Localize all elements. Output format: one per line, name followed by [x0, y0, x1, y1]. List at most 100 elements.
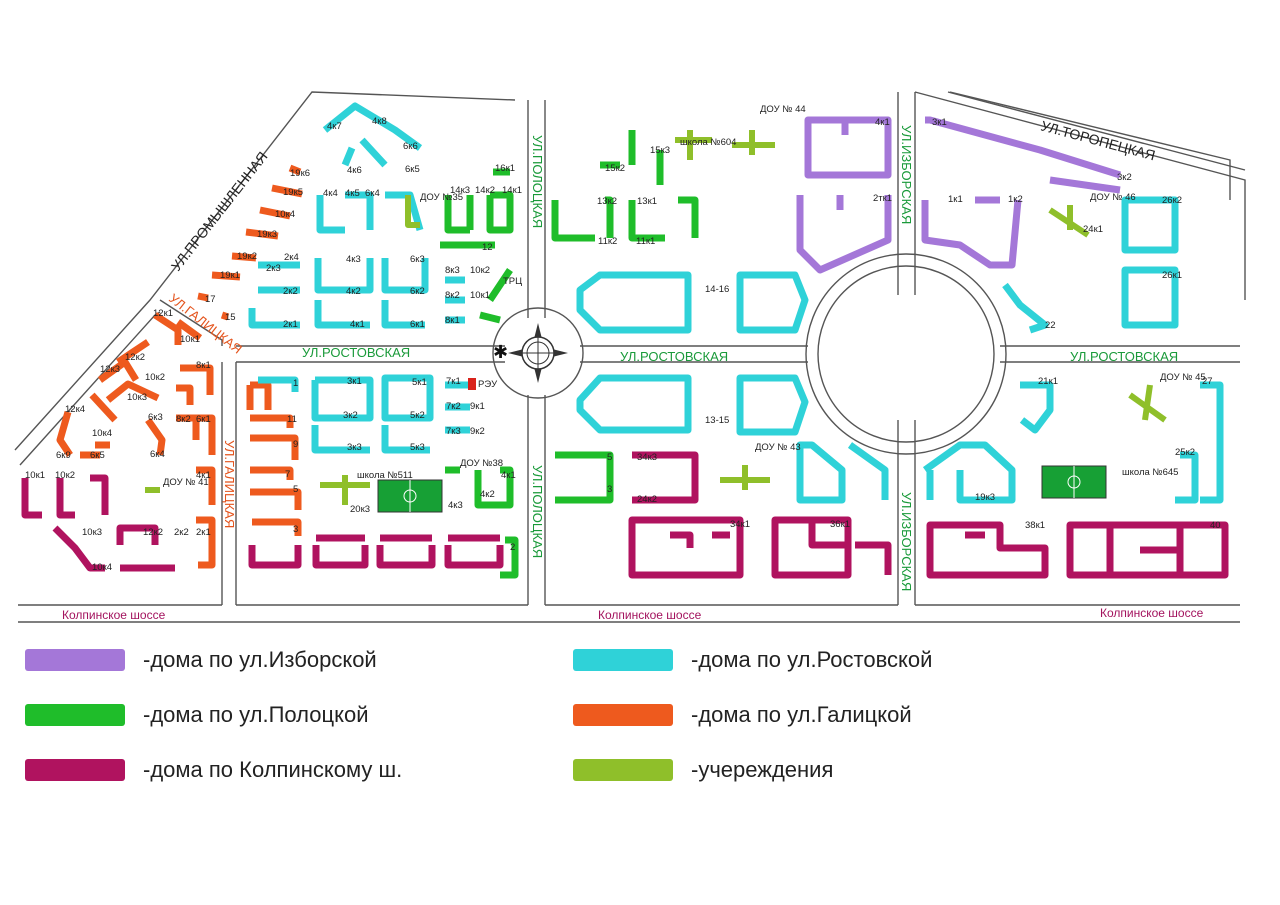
- label: 9к2: [470, 426, 485, 437]
- legend-swatch: [573, 700, 673, 730]
- label: 4к2: [480, 489, 495, 500]
- label: 36к1: [830, 519, 850, 530]
- label: 2к3: [266, 263, 281, 274]
- label: 12к3: [100, 364, 120, 375]
- label: 6к4: [150, 449, 165, 460]
- label: 6к6: [403, 141, 418, 152]
- label: 6к5: [405, 164, 420, 175]
- label: 1: [293, 378, 298, 389]
- map-legend: -дома по ул.Изборской -дома по ул.Полоцк…: [0, 630, 1280, 800]
- label: 16к1: [495, 163, 515, 174]
- label: 20к3: [350, 504, 370, 515]
- label: 9: [293, 439, 298, 450]
- label: ДОУ № 44: [760, 104, 806, 115]
- label: 13-15: [705, 415, 729, 426]
- label: 5: [607, 452, 612, 463]
- label: ДОУ №38: [460, 458, 503, 469]
- label: 19к2: [237, 251, 257, 262]
- label: 12: [482, 242, 493, 253]
- label: 19к3: [975, 492, 995, 503]
- street-izborskaya-s: УЛ.ИЗБОРСКАЯ: [899, 492, 914, 591]
- label: 6к9: [56, 450, 71, 461]
- label: 10к4: [92, 428, 112, 439]
- label: 24к2: [637, 494, 657, 505]
- label: 4к1: [350, 319, 365, 330]
- label: 13к2: [597, 196, 617, 207]
- label: 4к1: [875, 117, 890, 128]
- label: 8к2: [445, 290, 460, 301]
- street-galitskaya-vert: УЛ.ГАЛИЦКАЯ: [222, 440, 237, 528]
- label: 14к2: [475, 185, 495, 196]
- street-kolpinskoe-c: Колпинское шоссе: [598, 608, 702, 622]
- label: 19к1: [220, 270, 240, 281]
- label: 19к5: [283, 187, 303, 198]
- legend-institutions: -учереждения: [573, 755, 833, 785]
- street-izborskaya-n: УЛ.ИЗБОРСКАЯ: [899, 125, 914, 224]
- label: 10к2: [470, 265, 490, 276]
- label: 10к1: [25, 470, 45, 481]
- sports-field-645: [1041, 465, 1107, 499]
- label: 5к1: [412, 377, 427, 388]
- label: 4к7: [327, 121, 342, 132]
- label: 11: [287, 414, 297, 425]
- label: 5к2: [410, 410, 425, 421]
- label: 2к2: [174, 527, 189, 538]
- label: 2к4: [284, 252, 299, 263]
- legend-swatch: [573, 645, 673, 675]
- label: 10к2: [145, 372, 165, 383]
- label: 3: [293, 524, 298, 535]
- label: 3к2: [1117, 172, 1132, 183]
- label: 12к2: [125, 352, 145, 363]
- label: 2к2: [283, 286, 298, 297]
- label: 14к3: [450, 185, 470, 196]
- reu-building: [468, 378, 476, 390]
- legend-izborskaya: -дома по ул.Изборской: [25, 645, 377, 675]
- label: 25к2: [1175, 447, 1195, 458]
- building-labels: 4к7 4к8 6к6 6к5 4к6 4к4 4к5 6к4 19к6 19к…: [25, 104, 1221, 573]
- label: 7к1: [446, 376, 461, 387]
- label: 4к6: [347, 165, 362, 176]
- street-rostovskaya-e: УЛ.РОСТОВСКАЯ: [1070, 349, 1178, 364]
- label: 3к1: [932, 117, 947, 128]
- label: 19к3: [257, 229, 277, 240]
- label: 8к2: [176, 414, 191, 425]
- label: 6к3: [148, 412, 163, 423]
- street-rostovskaya-c: УЛ.РОСТОВСКАЯ: [620, 349, 728, 364]
- label: 10к1: [470, 290, 490, 301]
- label: 10к2: [55, 470, 75, 481]
- label: 38к1: [1025, 520, 1045, 531]
- label: 10к3: [82, 527, 102, 538]
- street-polotskaya-s: УЛ.ПОЛОЦКАЯ: [530, 465, 545, 558]
- label: 4к5: [345, 188, 360, 199]
- label: 4к1: [501, 470, 516, 481]
- label: 6к4: [365, 188, 380, 199]
- label: 21к1: [1038, 376, 1058, 387]
- label: ДОУ № 45: [1160, 372, 1206, 383]
- label: 12к2: [143, 527, 163, 538]
- label: 1к2: [1008, 194, 1023, 205]
- cross-marker-icon: ✱: [493, 342, 508, 363]
- legend-label: -дома по ул.Ростовской: [691, 647, 933, 672]
- label: 14к1: [502, 185, 522, 196]
- kolpinskoe-buildings: [21, 451, 1229, 579]
- label: ДОУ №35: [420, 192, 463, 203]
- label: 40: [1210, 520, 1221, 531]
- street-rostovskaya-w: УЛ.РОСТОВСКАЯ: [302, 345, 410, 360]
- label: 2: [510, 542, 515, 553]
- district-map: УЛ.ПРОМЫШЛЕННАЯ УЛ.ГАЛИЦКАЯ УЛ.ГАЛИЦКАЯ …: [14, 91, 1246, 623]
- izborskaya-buildings: [796, 116, 1122, 274]
- label: 4к3: [346, 254, 361, 265]
- label: 10к4: [92, 562, 112, 573]
- road-edges: [14, 91, 1246, 623]
- label: 15к3: [650, 145, 670, 156]
- street-kolpinskoe-w: Колпинское шоссе: [62, 608, 166, 622]
- legend-swatch: [573, 755, 673, 785]
- label: 3: [607, 484, 612, 495]
- label: 10к3: [127, 392, 147, 403]
- legend-rostovskaya: -дома по ул.Ростовской: [573, 645, 932, 675]
- label: 6к2: [410, 286, 425, 297]
- label: школа №645: [1122, 467, 1178, 478]
- legend-polotskaya: -дома по ул.Полоцкой: [25, 700, 368, 730]
- legend-label: -учереждения: [691, 757, 834, 782]
- label: 5к3: [410, 442, 425, 453]
